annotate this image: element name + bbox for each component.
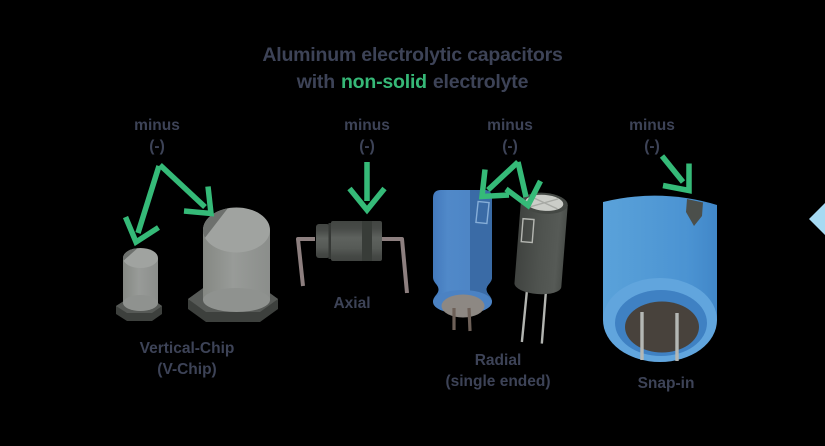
title-line2-highlight: non-solid xyxy=(340,71,427,93)
radial-dark-lead-right xyxy=(540,292,548,344)
minus-word: minus xyxy=(487,117,533,134)
snap-in-capacitor xyxy=(603,195,717,362)
axial-lead-right xyxy=(382,237,409,294)
arrow-snap-in xyxy=(659,154,686,184)
radial-blue-capacitor xyxy=(433,190,492,332)
caption-v-chip-line1: Vertical-Chip xyxy=(139,340,235,357)
minus-label-snap-in: minus (-) xyxy=(629,115,675,157)
axial-body xyxy=(331,221,382,261)
caption-axial: Axial xyxy=(333,293,370,314)
title-line2-suffix: electrolyte xyxy=(432,71,529,93)
minus-sign: (-) xyxy=(644,138,660,155)
caption-snap-in-line1: Snap-in xyxy=(637,375,695,392)
axial-end-cap xyxy=(316,224,330,258)
v-chip-large-body-bottom xyxy=(203,288,270,312)
radial-dark-body xyxy=(514,201,568,295)
arrow-snap-in-head xyxy=(662,163,692,194)
snap-in-bottom-seal xyxy=(625,301,699,353)
caption-radial: Radial (single ended) xyxy=(445,350,550,392)
minus-arrows xyxy=(122,154,692,247)
axial-capacitor xyxy=(296,221,409,294)
v-chip-small-capacitor xyxy=(116,248,162,321)
radial-dark-marking xyxy=(520,217,535,244)
edge-triangle-graphic xyxy=(809,203,825,235)
axial-lead-left xyxy=(296,237,315,287)
minus-word: minus xyxy=(344,117,390,134)
radial-blue-bottom-disc xyxy=(441,294,485,318)
minus-sign: (-) xyxy=(149,138,165,155)
arrow-axial-head xyxy=(347,186,387,215)
minus-label-v-chip: minus (-) xyxy=(134,115,180,157)
v-chip-large-top xyxy=(203,207,270,253)
minus-label-radial: minus (-) xyxy=(487,115,533,157)
minus-word: minus xyxy=(134,117,180,134)
v-chip-large-minus-wedge xyxy=(202,208,228,238)
axial-minus-band xyxy=(362,221,372,261)
caption-radial-line2: (single ended) xyxy=(445,373,551,390)
minus-sign: (-) xyxy=(359,138,375,155)
radial-dark-vent-cross xyxy=(530,196,559,210)
arrow-radial-blue-head xyxy=(478,169,510,200)
title-line2-prefix: with xyxy=(296,71,335,93)
caption-v-chip: Vertical-Chip (V-Chip) xyxy=(140,338,235,380)
arrow-radial-dark xyxy=(515,161,529,198)
radial-dark-lead-left xyxy=(520,291,529,343)
arrow-v-chip-large-head xyxy=(183,186,215,217)
radial-blue-lead-right xyxy=(467,307,472,332)
title-line1: Aluminum electrolytic capacitors xyxy=(262,44,563,66)
minus-word: minus xyxy=(629,117,675,134)
arrow-v-chip-small xyxy=(135,165,162,234)
arrow-v-chip-large xyxy=(158,162,207,210)
caption-v-chip-line2: (V-Chip) xyxy=(157,361,217,378)
minus-sign: (-) xyxy=(502,138,518,155)
caption-radial-line1: Radial xyxy=(474,352,522,369)
arrow-v-chip-small-head xyxy=(122,215,160,247)
minus-label-axial: minus (-) xyxy=(344,115,390,157)
snap-in-minus-notch xyxy=(686,199,703,226)
radial-blue-marking xyxy=(475,200,490,225)
arrow-radial-dark-head xyxy=(504,179,543,210)
caption-axial-line1: Axial xyxy=(333,295,371,312)
axial-groove xyxy=(328,223,333,259)
radial-dark-capacitor xyxy=(514,192,568,344)
arrow-radial-blue xyxy=(486,159,520,193)
v-chip-small-minus-wedge xyxy=(123,248,138,261)
v-chip-small-body-bottom xyxy=(123,295,158,311)
v-chip-large-capacitor xyxy=(188,207,278,322)
radial-blue-minus-stripe xyxy=(470,190,492,302)
caption-snap-in: Snap-in xyxy=(638,373,695,394)
